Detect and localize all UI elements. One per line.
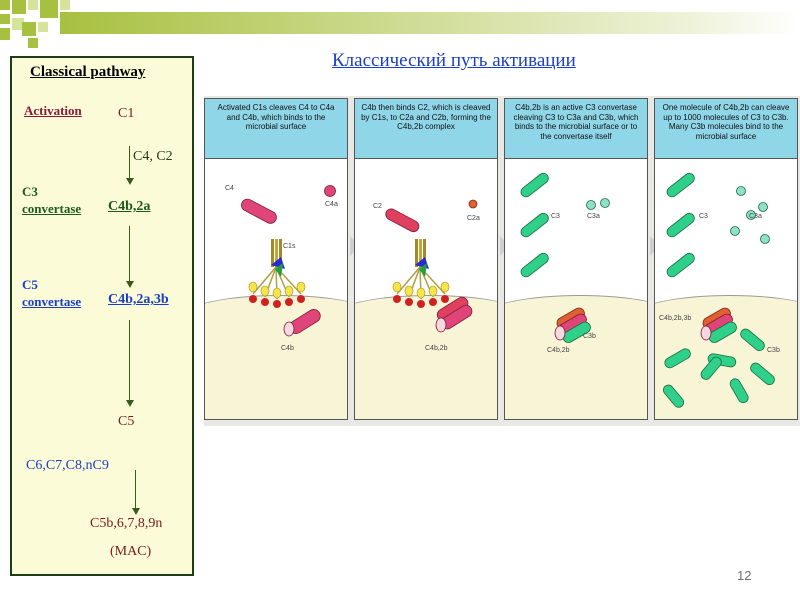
deco-square xyxy=(28,0,38,10)
flow-arrowhead xyxy=(126,178,134,185)
mac-label: (MAC) xyxy=(110,544,152,559)
microbial-surface xyxy=(355,295,497,419)
step-panel-4: One molecule of C4b,2b can cleave up to … xyxy=(654,98,798,420)
c3-convertase-line1: C3 xyxy=(22,184,38,199)
step-illustration-3 xyxy=(520,172,610,343)
deco-square xyxy=(12,18,24,30)
molecule-label: C2 xyxy=(373,203,382,210)
c1-label: C1 xyxy=(118,106,135,121)
slide-title: Классический путь активации xyxy=(332,50,576,71)
molecule-label: C4b,2b,3b xyxy=(659,315,692,322)
deco-square xyxy=(0,0,10,10)
classical-pathway-panel: Classical pathway Activation C1 C4, C2 C… xyxy=(10,56,194,576)
c4b2a-label: C4b,2a xyxy=(108,199,151,214)
step-panel-2: C4b then binds C2, which is cleaved by C… xyxy=(354,98,498,420)
molecule-label: C4b,2b xyxy=(425,345,448,352)
molecule-label: C1s xyxy=(283,243,296,250)
flow-arrow xyxy=(135,470,136,508)
deco-square xyxy=(28,38,38,48)
molecule-label: C3 xyxy=(551,213,560,220)
activation-label: Activation xyxy=(24,103,82,118)
step-caption-2: C4b then binds C2, which is cleaved by C… xyxy=(355,99,497,159)
c5-convertase-line2: convertase xyxy=(22,294,82,309)
activation-figure: Activated C1s cleaves C4 to C4a and C4b,… xyxy=(204,96,800,426)
flow-arrowhead xyxy=(126,400,134,407)
microbial-surface xyxy=(205,295,347,419)
step-panel-1: Activated C1s cleaves C4 to C4a and C4b,… xyxy=(204,98,348,420)
c3-convertase-line2: convertase xyxy=(22,201,82,216)
slide-number: 12 xyxy=(737,568,752,583)
step-panel-3: C4b,2b is an active C3 convertase cleavi… xyxy=(504,98,648,420)
c5b-complex-label: C5b,6,7,8,9n xyxy=(90,516,163,531)
late-components-label: C6,C7,C8,nC9 xyxy=(26,458,109,473)
step-caption-3: C4b,2b is an active C3 convertase cleavi… xyxy=(505,99,647,159)
step-caption-4: One molecule of C4b,2b can cleave up to … xyxy=(655,99,797,159)
step-illustration-4 xyxy=(662,172,775,408)
flow-arrowhead xyxy=(132,508,140,515)
molecule-label: C3b xyxy=(767,347,780,354)
step-caption-1: Activated C1s cleaves C4 to C4a and C4b,… xyxy=(205,99,347,159)
flow-arrow xyxy=(129,320,130,400)
flow-arrow xyxy=(129,226,130,281)
deco-square xyxy=(38,22,48,32)
molecule-label: C4a xyxy=(325,201,338,208)
molecule-label: C3a xyxy=(749,213,762,220)
molecule-label: C2a xyxy=(467,215,480,222)
c4b2a3b-label: C4b,2a,3b xyxy=(108,292,169,307)
molecule-label: C3a xyxy=(587,213,600,220)
flow-arrow xyxy=(129,146,130,178)
deco-square xyxy=(22,22,36,36)
molecule-label: C4b,2b xyxy=(547,347,570,354)
step-illustration-2 xyxy=(385,199,478,333)
deco-square xyxy=(60,0,70,10)
molecule-label: C3b xyxy=(583,333,596,340)
panel-heading: Classical pathway xyxy=(30,64,146,80)
c5-convertase-line1: C5 xyxy=(22,277,38,292)
molecule-label: C3 xyxy=(699,213,708,220)
step-illustration-1 xyxy=(241,185,336,337)
molecule-label: C4 xyxy=(225,185,234,192)
deco-square xyxy=(0,28,10,40)
c4c2-label: C4, C2 xyxy=(133,149,173,164)
deco-square xyxy=(12,0,26,14)
deco-square xyxy=(40,0,58,18)
flow-arrowhead xyxy=(126,281,134,288)
header-gradient-bar xyxy=(60,12,800,34)
c5-label: C5 xyxy=(118,414,135,429)
molecule-label: C4b xyxy=(281,345,294,352)
header-decoration xyxy=(0,0,800,50)
deco-square xyxy=(0,14,10,24)
